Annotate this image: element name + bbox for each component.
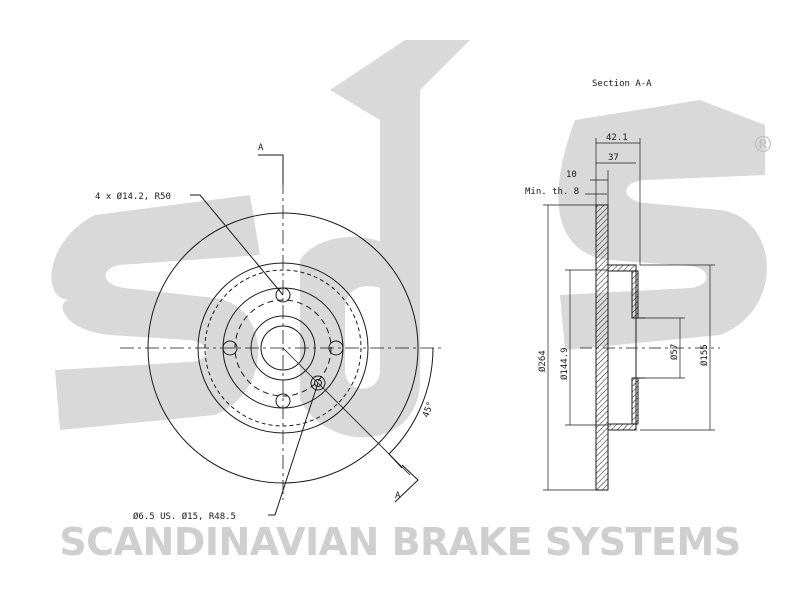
section-title: Section A-A: [592, 79, 652, 89]
screw-hole-label: Ø6.5 US. Ø15, R48.5: [133, 511, 236, 522]
angle-arc: [388, 347, 434, 455]
dim-hat-diameter-label: Ø144.9: [559, 347, 570, 380]
angle-ext-line: [388, 453, 403, 469]
registered-mark: ®: [752, 133, 774, 158]
leader-bolt-holes: [190, 194, 284, 296]
dim-outer-diameter-label: Ø264: [537, 350, 548, 372]
bolt-holes-label: 4 x Ø14.2, R50: [95, 191, 171, 202]
dim-hat-outer-label: Ø155: [699, 344, 710, 366]
hat-wall-bottom: [607, 423, 637, 431]
section-line-diagonal: [282, 347, 411, 476]
section-marker-bottom-label: A: [395, 491, 401, 501]
dim-hat-width-label: 37: [608, 153, 619, 163]
section-marker-bottom-arrow: [394, 464, 419, 503]
screw-hole-outer: [310, 375, 326, 391]
hat-face-top: [631, 270, 639, 319]
dim-overall-width-label: 42.1: [606, 133, 628, 143]
brand-tagline: SCANDINAVIAN BRAKE SYSTEMS: [59, 520, 740, 564]
hat-face-bottom: [631, 377, 639, 425]
dim-thickness-label: 10: [566, 170, 577, 180]
dim-center-bore-label: Ø57: [669, 344, 680, 360]
hat-wall-top: [607, 264, 637, 272]
section-marker-top-arrow: [258, 154, 284, 185]
screw-hole-inner: [314, 379, 322, 387]
hat-profile-bottom: [608, 377, 645, 431]
angle-label: 45°: [421, 400, 436, 419]
section-marker-top-label: A: [258, 143, 264, 153]
leader-screw-hole: [268, 382, 319, 516]
section-view: [543, 138, 720, 491]
disc-ring-section: [595, 204, 609, 491]
front-view: [120, 154, 445, 516]
dim-min-thickness-label: Min. th. 8: [525, 187, 579, 197]
